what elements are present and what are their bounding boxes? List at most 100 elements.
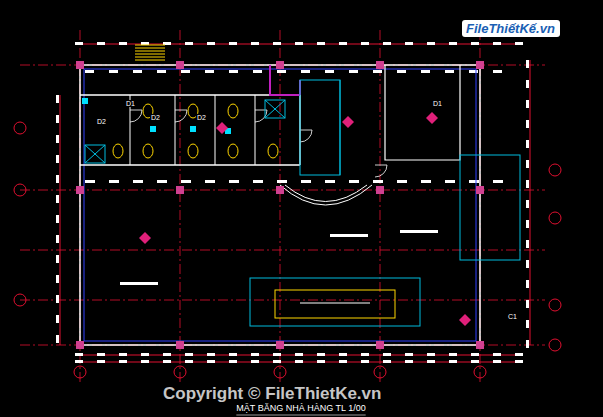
dim-tick	[295, 353, 303, 356]
dim-tick	[207, 42, 215, 45]
dim-tick	[119, 360, 127, 363]
logo: FileThiếtKế.vn	[462, 20, 560, 37]
dim-tick	[449, 42, 457, 45]
note-mark	[85, 180, 95, 183]
dim-tick	[383, 42, 391, 45]
dim-tick	[526, 240, 529, 248]
note-mark	[301, 180, 311, 183]
cyan-zone	[460, 155, 520, 260]
axis-line	[280, 30, 281, 385]
wall	[84, 69, 476, 341]
door-swing	[130, 110, 142, 122]
dim-tick	[317, 353, 325, 356]
dim-tick	[56, 155, 59, 163]
axis-bubble	[549, 299, 561, 311]
door-tag: D1	[432, 100, 443, 107]
dim-tick	[229, 353, 237, 356]
stage-inner	[275, 290, 395, 318]
level-mark	[216, 122, 228, 134]
toilet-fixture	[143, 144, 153, 158]
dim-tick	[185, 353, 193, 356]
axis-bubble	[549, 164, 561, 176]
dim-tick	[427, 353, 435, 356]
cyan-zone	[300, 80, 340, 175]
dim-tick	[97, 360, 105, 363]
shower-tray	[85, 145, 105, 163]
dim-tick	[56, 295, 59, 303]
dim-tick	[526, 220, 529, 228]
dim-tick	[273, 353, 281, 356]
column	[276, 61, 284, 69]
dim-tick	[515, 353, 523, 356]
note-mark	[253, 180, 263, 183]
axis-bubble	[74, 366, 86, 378]
axis-line	[180, 30, 181, 385]
column	[176, 186, 184, 194]
column	[276, 341, 284, 349]
note-mark	[349, 180, 359, 183]
toilet-fixture	[113, 144, 123, 158]
dim-tick	[526, 140, 529, 148]
dim-tick	[56, 195, 59, 203]
dim-tick	[141, 353, 149, 356]
wall	[255, 95, 256, 165]
axis-bubble	[14, 122, 26, 134]
toilet-fixture	[268, 144, 278, 158]
dim-tick	[383, 353, 391, 356]
dim-tick	[56, 275, 59, 283]
dim-tick	[449, 353, 457, 356]
door-swing	[175, 110, 187, 122]
dim-tick	[75, 353, 83, 356]
dim-tick	[526, 200, 529, 208]
note-mark	[277, 70, 286, 73]
dim-tick	[361, 360, 369, 363]
dim-tick	[56, 255, 59, 263]
toilet-fixture	[228, 144, 238, 158]
axis-bubble	[549, 212, 561, 224]
dim-tick	[339, 360, 347, 363]
dim-tick	[526, 120, 529, 128]
dim-tick	[526, 100, 529, 108]
dim-tick	[56, 335, 59, 343]
door-swing	[300, 130, 312, 142]
dim-tick	[295, 360, 303, 363]
dim-tick	[295, 42, 303, 45]
stair-tread	[135, 51, 165, 52]
note-mark	[109, 70, 118, 73]
axis-bubble	[374, 366, 386, 378]
fixture-mark	[150, 126, 156, 132]
axis-bubble	[274, 366, 286, 378]
dim-tick	[493, 360, 501, 363]
dim-tick	[427, 42, 435, 45]
note-mark	[133, 70, 142, 73]
dim-tick	[229, 360, 237, 363]
column	[76, 341, 84, 349]
dim-tick	[56, 95, 59, 103]
dim-tick	[339, 353, 347, 356]
dim-tick	[339, 42, 347, 45]
dim-line	[530, 60, 531, 345]
dim-tick	[56, 135, 59, 143]
dim-tick	[526, 340, 529, 348]
dim-tick	[273, 42, 281, 45]
note-mark	[397, 70, 406, 73]
axis-line	[380, 30, 381, 385]
door-tag: D1	[125, 100, 136, 107]
dim-tick	[56, 175, 59, 183]
note-mark	[469, 70, 478, 73]
fixtures	[82, 80, 520, 326]
dim-tick	[405, 353, 413, 356]
dim-tick	[526, 60, 529, 68]
dim-tick	[97, 42, 105, 45]
note-mark	[421, 70, 430, 73]
dim-tick	[141, 360, 149, 363]
dim-tick	[97, 353, 105, 356]
dim-tick	[471, 360, 479, 363]
toilet-fixture	[188, 144, 198, 158]
dim-tick	[163, 353, 171, 356]
note-mark	[253, 70, 262, 73]
dimension-lines	[56, 42, 530, 363]
shower-tray	[85, 145, 105, 163]
wall	[80, 65, 480, 345]
